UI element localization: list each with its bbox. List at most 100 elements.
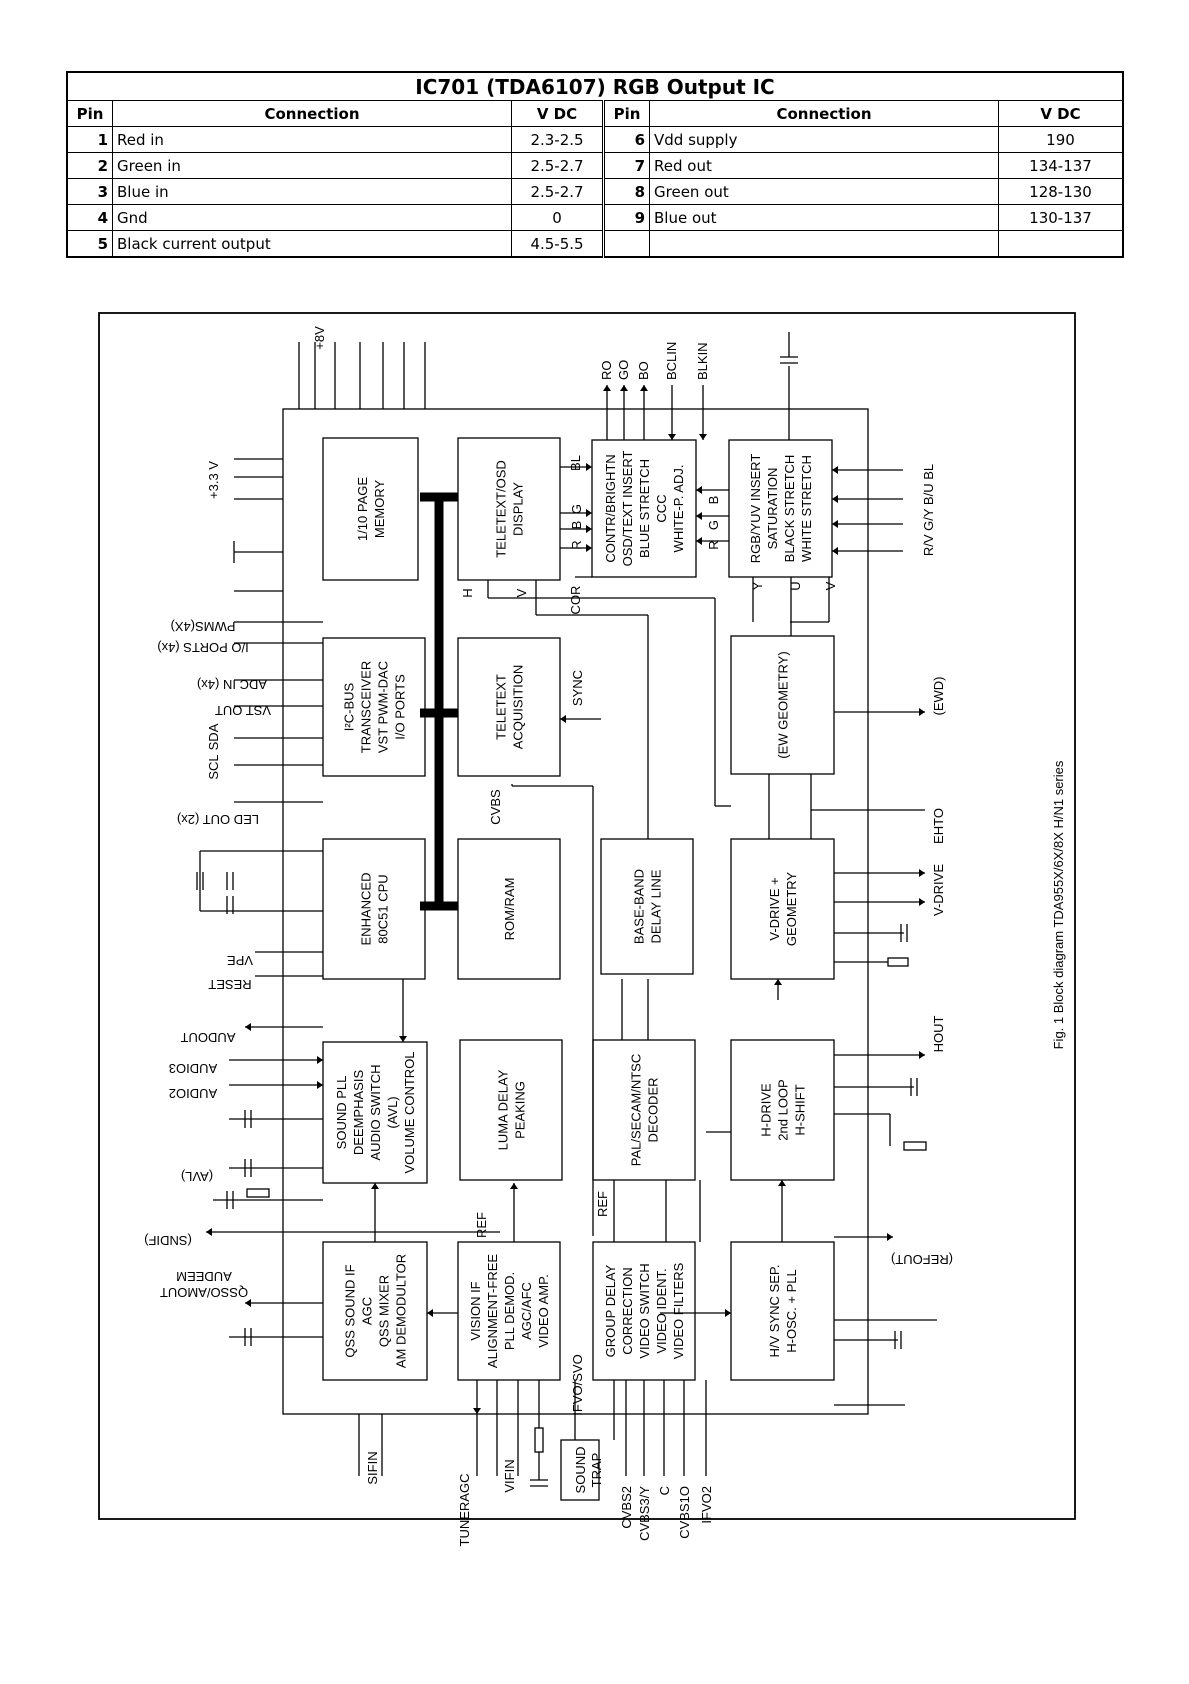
block-contrast-label: CCC <box>654 494 669 522</box>
signal-v: V <box>823 581 838 590</box>
block-hdrive-label: H-DRIVE <box>759 1083 774 1137</box>
signal-cvbs2: CVBS2 <box>619 1486 634 1529</box>
arrow-head <box>696 537 702 545</box>
arrow-head <box>832 520 838 528</box>
block-qss-sound-label: AM DEMODULTOR <box>394 1254 409 1368</box>
signal-cvbs1o: CVBS1O <box>677 1486 692 1539</box>
signal-g: G <box>569 504 584 514</box>
arrow-head <box>832 466 838 474</box>
signal-ro: RO <box>599 361 614 381</box>
signal-adc-in: ADC IN (4x) <box>197 677 267 692</box>
sound-trap <box>560 1439 600 1501</box>
arrow-head <box>603 385 611 391</box>
signal-r: R <box>569 540 584 549</box>
signal-qsso-amout: QSSO/AMOUT <box>160 1285 248 1300</box>
block-i2c-label: TRANSCEIVER <box>359 661 374 753</box>
arrow-head <box>668 434 676 440</box>
block-vision-if-label: VISION IF <box>468 1281 483 1340</box>
block-hv-sync-label: H-OSC. + PLL <box>784 1269 799 1352</box>
arrow-head <box>774 979 782 985</box>
block-vdrive <box>730 838 835 980</box>
block-page-memory <box>322 437 419 581</box>
connection-cell: Red in <box>112 126 512 153</box>
block-decoder-label: DECODER <box>646 1077 661 1142</box>
signal-u: U <box>788 581 803 590</box>
block-vision-if-label: PLL DEMOD. <box>502 1272 517 1350</box>
block-baseband-delay-label: DELAY LINE <box>649 869 664 943</box>
arrow-head <box>832 547 838 555</box>
resistor <box>903 1141 927 1151</box>
signal-sndif: (SNDIF) <box>144 1233 192 1248</box>
block-sound-pll-label: VOLUME CONTROL <box>402 1051 417 1173</box>
resistor <box>887 957 909 967</box>
arrow-head <box>245 1023 251 1031</box>
block-cpu <box>322 838 426 980</box>
arrow-head <box>206 1228 212 1236</box>
resistor <box>246 1188 270 1198</box>
signal-cvbs: CVBS <box>488 789 503 825</box>
block-ew-geometry-label: (EW GEOMETRY) <box>776 651 791 758</box>
block-teletext-display-label: DISPLAY <box>511 482 526 536</box>
signal-led-out: LED OUT (2x) <box>177 812 259 827</box>
signal-sifin: SIFIN <box>365 1451 380 1484</box>
signal-cor: COR <box>568 586 583 615</box>
connection-cell <box>649 230 999 258</box>
diagram-frame <box>98 312 1076 1520</box>
sound-trap-label-1: SOUND <box>573 1447 588 1494</box>
vdc-cell: 130-137 <box>998 204 1124 231</box>
block-contrast-label: OSD/TEXT INSERT <box>620 451 635 567</box>
pin-cell: 5 <box>66 230 113 258</box>
arrow-head <box>640 385 648 391</box>
block-i2c <box>322 637 426 777</box>
block-hdrive-label: H-SHIFT <box>793 1084 808 1135</box>
arrow-head <box>371 1183 379 1189</box>
signal-rgb-inputs: R/V G/Y B/U BL <box>921 464 936 556</box>
block-i2c-label: I/O PORTS <box>393 674 408 740</box>
signal-b: B <box>706 496 721 505</box>
pin-cell <box>602 230 650 258</box>
arrow-head <box>473 1408 481 1414</box>
signal-sync: SYNC <box>570 670 585 706</box>
block-luma-delay <box>459 1039 563 1181</box>
block-i2c-label: VST PWM-DAC <box>376 661 391 753</box>
signal-audio3: AUDIO3 <box>169 1061 217 1076</box>
signal-audeem: AUDEEM <box>176 1269 232 1284</box>
arrow-head <box>699 434 707 440</box>
arrow-head <box>887 1233 893 1241</box>
arrow-head <box>399 1036 407 1042</box>
signal-blkin: BLKIN <box>695 342 710 380</box>
signal-ref: REF <box>474 1212 489 1238</box>
signal-sda: SDA <box>206 723 221 750</box>
block-qss-sound-label: AGC <box>360 1297 375 1325</box>
block-luma-delay-label: PEAKING <box>513 1081 528 1139</box>
signal-reset: RESET <box>208 977 251 992</box>
arrow-head <box>696 486 702 494</box>
connection-cell: Vdd supply <box>649 126 999 153</box>
signal-plus33v: +3.3 V <box>206 461 221 499</box>
arrow-head <box>317 1056 323 1064</box>
arrow-head <box>919 898 925 906</box>
block-vision-if-label: ALIGNMENT-FREE <box>485 1254 500 1368</box>
block-vdrive-label: GEOMETRY <box>784 872 799 946</box>
signal-refout: (REFOUT) <box>891 1252 953 1267</box>
vdc-cell: 190 <box>998 126 1124 153</box>
connection-cell: Black current output <box>112 230 512 258</box>
resistor <box>534 1427 544 1453</box>
block-rom-ram-label: ROM/RAM <box>502 878 517 941</box>
block-group-delay-label: CORRECTION <box>620 1267 635 1354</box>
block-cpu-label: 80C51 CPU <box>376 874 391 943</box>
block-teletext-acquisition-label: TELETEXT <box>494 674 509 740</box>
signal-c: C <box>657 1486 672 1495</box>
signal-vpe: VPE <box>227 953 253 968</box>
arrow-head <box>586 525 592 533</box>
block-contrast-label: WHITE-P. ADJ. <box>671 465 686 553</box>
vdc-cell: 4.5-5.5 <box>511 230 604 258</box>
table-header-row: Pin Connection V DC Pin Connection V DC <box>66 100 1124 127</box>
vdc-cell <box>998 230 1124 258</box>
block-rgb-yuv-label: SATURATION <box>765 468 780 550</box>
arrow-head <box>919 1051 925 1059</box>
connection-cell: Green out <box>649 178 999 205</box>
